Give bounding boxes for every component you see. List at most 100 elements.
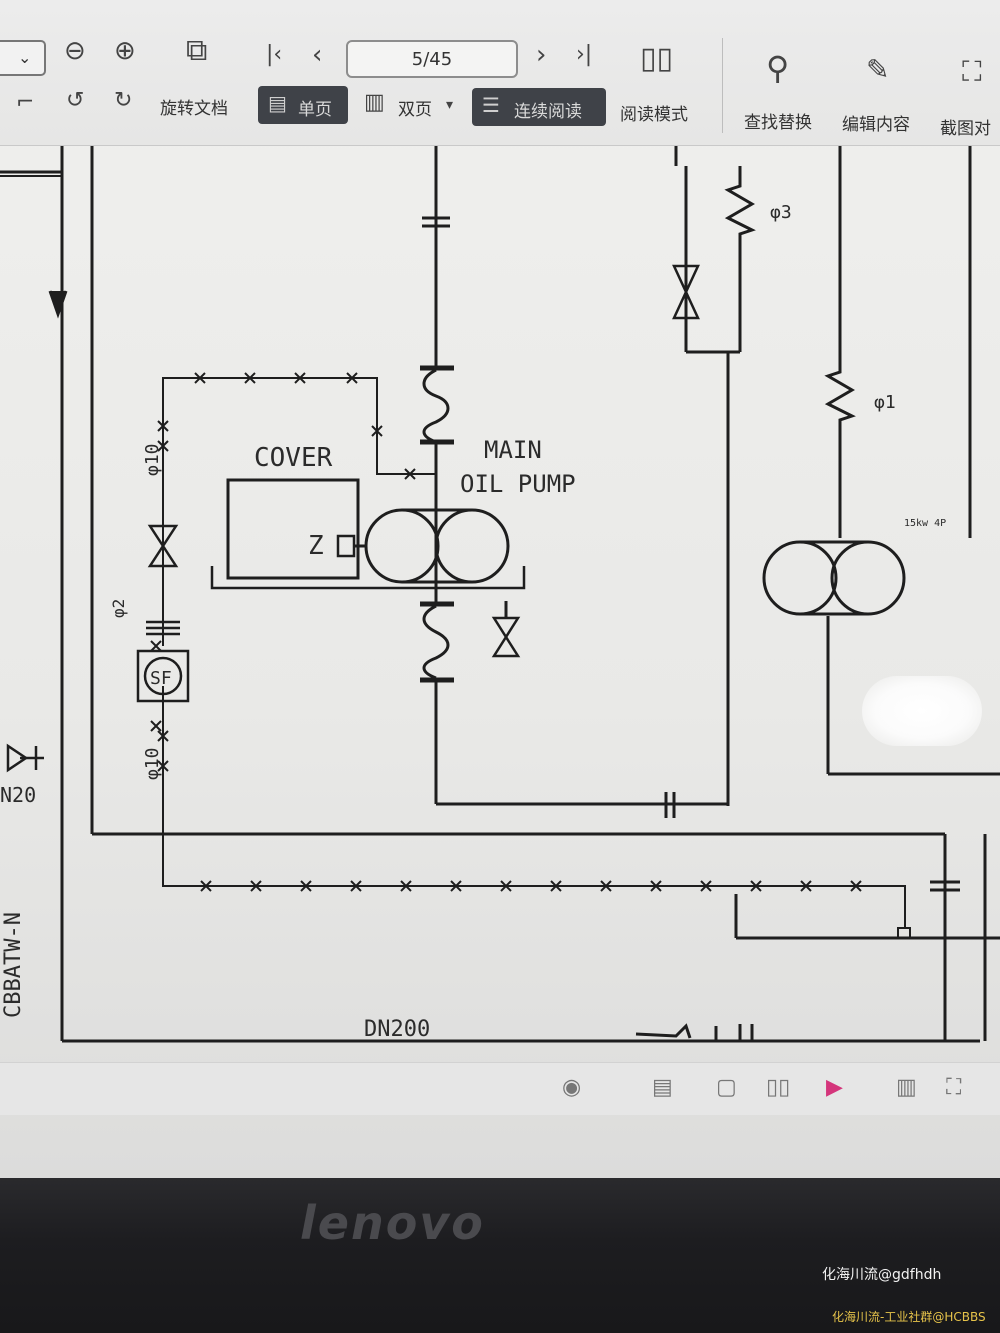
page-split-icon[interactable]: ⧉ — [186, 33, 208, 68]
watermark-primary: 化海川流@gdfhdh — [822, 1267, 942, 1283]
oil-pump-label: OIL PUMP — [460, 470, 576, 498]
play-icon[interactable]: ▶ — [826, 1075, 843, 1100]
instrument-valve-icon — [147, 524, 179, 568]
dn200-label: DN200 — [364, 1017, 430, 1042]
second-pump-rotor-right — [830, 540, 906, 616]
reading-mode-button[interactable]: 阅读模式 — [620, 105, 688, 125]
x-mark — [550, 880, 562, 892]
viewer-statusbar: ◉ ▤ ▢ ▯▯ ▶ ▥ ⛶ — [0, 1062, 1000, 1115]
screen-glare — [862, 676, 982, 746]
x-mark — [194, 372, 206, 384]
single-page-button[interactable]: ▤ 单页 — [258, 86, 348, 124]
x-mark — [200, 880, 212, 892]
x-mark — [371, 425, 383, 437]
monitor-screen: ⌄ ⊖ ⊕ ⧉ |‹ ‹ › ›| ▯▯ ⚲ ✎ ⛶ ⌐ ↺ ↻ 旋转文档 ▤ … — [0, 0, 1000, 1180]
phi2-label: φ2 — [109, 599, 128, 618]
crop-icon[interactable]: ⌐ — [16, 90, 35, 115]
x-mark — [650, 880, 662, 892]
double-page-button[interactable]: 双页 — [398, 100, 432, 120]
book-icon[interactable]: ▯▯ — [640, 41, 674, 76]
second-pump-rotor-left — [762, 540, 838, 616]
screenshot-button[interactable]: 截图对 — [940, 119, 991, 139]
dn20-valve-icon — [6, 743, 29, 773]
page-number-input[interactable] — [346, 40, 518, 78]
single-page-label: 单页 — [298, 100, 332, 120]
pump-rotor-left — [364, 508, 440, 584]
continuous-reading-button[interactable]: ☰ 连续阅读 — [472, 88, 606, 126]
monitor-bezel — [0, 1178, 1000, 1333]
x-mark — [750, 880, 762, 892]
dn20-label: N20 — [0, 783, 36, 807]
toolbar-divider — [722, 38, 723, 133]
chevron-down-icon[interactable]: ▾ — [446, 97, 454, 113]
last-page-icon[interactable]: ›| — [576, 42, 593, 67]
edit-content-icon[interactable]: ✎ — [866, 53, 890, 86]
next-page-icon[interactable]: › — [536, 40, 547, 70]
previous-page-icon[interactable]: ‹ — [312, 40, 323, 70]
drip-tray — [210, 566, 526, 590]
motor-label: 15kw 4P — [904, 518, 946, 529]
single-view-icon[interactable]: ▤ — [652, 1075, 673, 1100]
rotate-left-icon[interactable]: ↺ — [66, 88, 85, 113]
x-mark — [157, 420, 169, 432]
x-mark — [800, 880, 812, 892]
x-mark — [850, 880, 862, 892]
x-mark — [250, 880, 262, 892]
sf-label: SF — [150, 668, 172, 689]
zoom-out-icon[interactable]: ⊖ — [64, 36, 86, 66]
rotate-right-icon[interactable]: ↻ — [114, 88, 133, 113]
cbba-label: CBBATW-N — [1, 912, 26, 1018]
zoom-dropdown[interactable]: ⌄ — [0, 40, 46, 76]
check-valve-3-icon — [724, 166, 756, 246]
x-mark — [294, 372, 306, 384]
x-mark — [150, 720, 162, 732]
lower-bellows — [422, 604, 450, 680]
phi10-top-label: φ10 — [142, 443, 163, 476]
x-mark — [500, 880, 512, 892]
phi1-label: φ1 — [874, 392, 896, 413]
rotate-document-button[interactable]: 旋转文档 — [160, 99, 228, 119]
instrument-line-lower — [162, 686, 906, 928]
chevron-down-icon: ⌄ — [18, 48, 32, 67]
z-label: Z — [308, 531, 324, 561]
sf-filter-box — [136, 649, 190, 703]
instrument-x-marks — [150, 372, 862, 892]
drain-valve-icon — [491, 616, 521, 658]
edit-content-button[interactable]: 编辑内容 — [842, 115, 910, 135]
x-mark — [300, 880, 312, 892]
x-mark — [700, 880, 712, 892]
zoom-control-icon[interactable]: ◉ — [562, 1075, 582, 1100]
flow-arrow-icon — [48, 290, 68, 319]
x-mark — [244, 372, 256, 384]
x-mark — [346, 372, 358, 384]
x-mark — [600, 880, 612, 892]
document-page: COVER MAIN OIL PUMP Z SF φ10 φ10 φ2 φ3 φ… — [0, 146, 1000, 1076]
pdf-toolbar: ⌄ ⊖ ⊕ ⧉ |‹ ‹ › ›| ▯▯ ⚲ ✎ ⛶ ⌐ ↺ ↻ 旋转文档 ▤ … — [0, 0, 1000, 146]
page-view-icon[interactable]: ▢ — [716, 1075, 737, 1100]
search-icon[interactable]: ⚲ — [766, 49, 790, 87]
find-replace-button[interactable]: 查找替换 — [744, 113, 812, 133]
double-page-icon[interactable]: ▥ — [364, 90, 385, 115]
pid-diagram: COVER MAIN OIL PUMP Z SF φ10 φ10 φ2 φ3 φ… — [0, 146, 1000, 1043]
fullscreen-icon[interactable]: ⛶ — [946, 1075, 962, 1100]
screenshot-icon[interactable]: ⛶ — [962, 55, 982, 88]
single-page-icon: ▤ — [268, 91, 287, 115]
cover-label: COVER — [254, 443, 333, 473]
phi10-bottom-label: φ10 — [142, 747, 163, 780]
x-mark — [450, 880, 462, 892]
upper-bellows — [422, 368, 450, 444]
pump-rotor-right — [434, 508, 510, 584]
bypass-valve-icon — [672, 264, 700, 320]
first-page-icon[interactable]: |‹ — [266, 42, 283, 67]
double-view-icon[interactable]: ▯▯ — [766, 1075, 791, 1100]
instrument-line-upper — [162, 377, 436, 556]
zoom-in-icon[interactable]: ⊕ — [114, 36, 136, 66]
x-mark — [400, 880, 412, 892]
phi3-label: φ3 — [770, 202, 792, 223]
cover-box — [226, 478, 360, 580]
x-mark — [404, 468, 416, 480]
fit-width-icon[interactable]: ▥ — [896, 1075, 917, 1100]
x-mark — [150, 640, 162, 652]
x-mark — [350, 880, 362, 892]
